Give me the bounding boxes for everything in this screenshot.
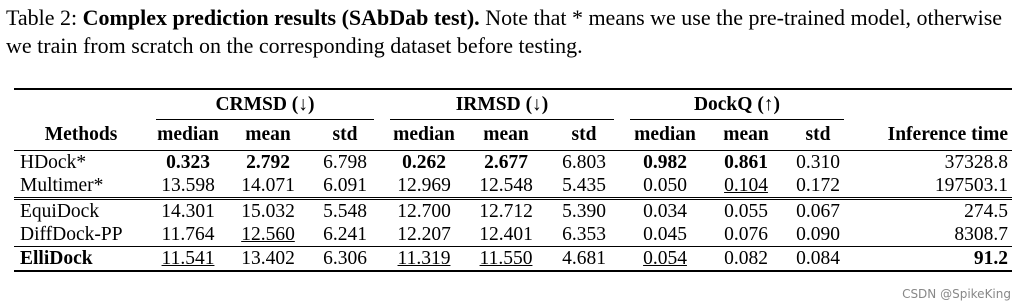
method-name: EquiDock [20, 201, 100, 222]
method-name: HDock* [20, 152, 87, 173]
table-cell: 0.084 [796, 248, 840, 269]
table-cell: 0.034 [643, 201, 687, 222]
table-row: EquiDock 14.301 15.032 5.548 12.700 12.7… [14, 198, 1012, 224]
table-row: Multimer* 13.598 14.071 6.091 12.969 12.… [14, 174, 1012, 199]
inference-time-cell: 91.2 [973, 248, 1008, 269]
table-row: HDock* 0.323 2.792 6.798 0.262 2.677 6.8… [14, 150, 1012, 175]
table-cell: 12.700 [397, 201, 451, 222]
sub-header-row: Methods median mean std median mean std … [14, 120, 1012, 151]
inference-time-cell: 274.5 [964, 201, 1008, 222]
table-cell: 0.861 [724, 152, 768, 173]
table-cell: 5.548 [323, 201, 367, 222]
table-cell: 0.082 [724, 248, 768, 269]
table-cell: 4.681 [562, 248, 606, 269]
table-cell: 2.792 [246, 152, 290, 173]
table-caption: Table 2: Complex prediction results (SAb… [6, 4, 1016, 60]
table-cell: 0.055 [724, 201, 768, 222]
inference-time-cell: 197503.1 [934, 175, 1008, 196]
table-cell: 12.401 [479, 224, 533, 245]
inference-time-cell: 8308.7 [954, 224, 1008, 245]
watermark: CSDN @SpikeKing [902, 287, 1011, 301]
table-cell: 0.262 [402, 152, 446, 173]
results-table: CRMSD (↓) IRMSD (↓) DockQ (↑) Methods me… [14, 88, 1012, 272]
table-cell: 2.677 [484, 152, 528, 173]
sub-header: median [634, 124, 696, 145]
inference-time-cell: 37328.8 [944, 152, 1008, 173]
sub-header: mean [245, 124, 291, 145]
table-cell: 12.207 [397, 224, 451, 245]
inference-time-header: Inference time [887, 124, 1008, 145]
table-cell: 0.050 [643, 175, 687, 196]
sub-header: std [332, 124, 358, 145]
table-cell: 13.598 [161, 175, 215, 196]
table-cell: 12.548 [479, 175, 533, 196]
table-cell: 11.319 [397, 248, 451, 269]
table-cell: 11.550 [479, 248, 533, 269]
group-header-irmsd: IRMSD (↓) [382, 89, 622, 120]
table-cell: 11.764 [161, 224, 215, 245]
table-cell: 0.045 [643, 224, 687, 245]
table-cell: 0.054 [643, 248, 687, 269]
table-cell: 0.104 [724, 175, 768, 196]
table-cell: 6.091 [323, 175, 367, 196]
table-cell: 0.090 [796, 224, 840, 245]
table-cell: 6.353 [562, 224, 606, 245]
table-cell: 6.803 [562, 152, 606, 173]
sub-header: mean [723, 124, 769, 145]
sub-header: std [571, 124, 597, 145]
table-cell: 0.323 [166, 152, 210, 173]
method-name: ElliDock [20, 248, 93, 269]
table-cell: 11.541 [161, 248, 215, 269]
group-header-crmsd: CRMSD (↓) [148, 89, 382, 120]
sub-header: mean [483, 124, 529, 145]
table-cell: 5.435 [562, 175, 606, 196]
caption-label: Table 2: [6, 5, 83, 30]
table-cell: 15.032 [241, 201, 295, 222]
table-cell: 12.969 [397, 175, 451, 196]
caption-text: Note that * means we use the pre-trained… [6, 5, 1003, 58]
table-cell: 12.560 [241, 224, 295, 245]
table-cell: 0.310 [796, 152, 840, 173]
sub-header: median [393, 124, 455, 145]
table-cell: 13.402 [241, 248, 295, 269]
table-cell: 14.071 [241, 175, 295, 196]
method-name: DiffDock-PP [20, 224, 123, 245]
table-cell: 6.798 [323, 152, 367, 173]
table-cell: 0.067 [796, 201, 840, 222]
caption-title: Complex prediction results (SAbDab test)… [82, 5, 480, 30]
table-cell: 5.390 [562, 201, 606, 222]
table-cell: 6.306 [323, 248, 367, 269]
table-cell: 12.712 [479, 201, 533, 222]
table-cell: 0.172 [796, 175, 840, 196]
sub-header: median [157, 124, 219, 145]
table-row: ElliDock 11.541 13.402 6.306 11.319 11.5… [14, 246, 1012, 271]
table-cell: 6.241 [323, 224, 367, 245]
sub-header: std [805, 124, 831, 145]
group-header-row: CRMSD (↓) IRMSD (↓) DockQ (↑) [14, 89, 1012, 120]
table-cell: 0.982 [643, 152, 687, 173]
table-cell: 0.076 [724, 224, 768, 245]
table-cell: 14.301 [161, 201, 215, 222]
table-row: DiffDock-PP 11.764 12.560 6.241 12.207 1… [14, 223, 1012, 247]
group-header-dockq: DockQ (↑) [622, 89, 852, 120]
method-name: Multimer* [20, 175, 104, 196]
methods-header: Methods [44, 124, 118, 145]
